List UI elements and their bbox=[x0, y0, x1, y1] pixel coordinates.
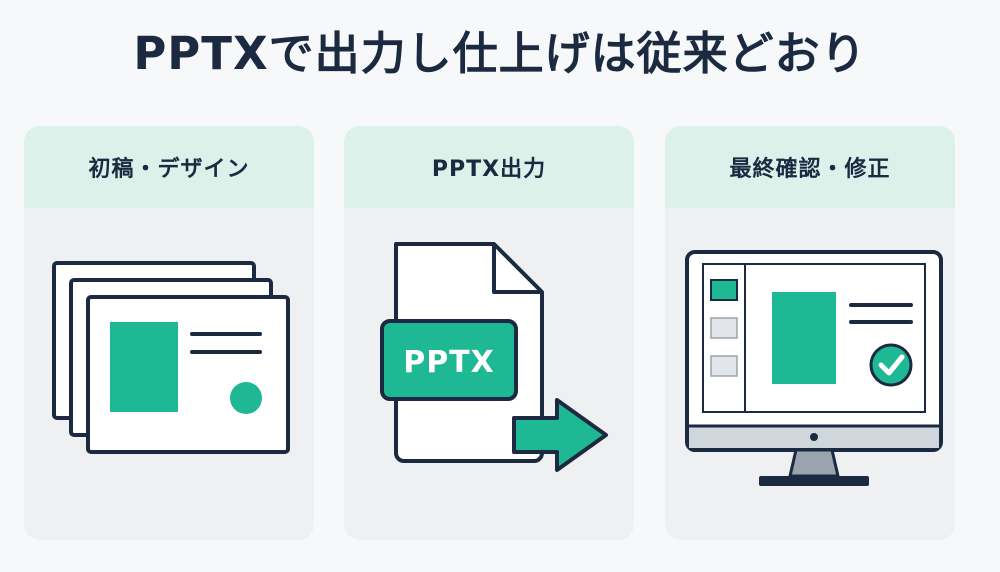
step-label: 最終確認・修正 bbox=[729, 157, 891, 182]
monitor-stand-base bbox=[759, 476, 869, 486]
thumbnail bbox=[710, 317, 738, 339]
stacked-slides-icon bbox=[52, 261, 290, 454]
file-fold bbox=[492, 244, 542, 294]
step-card-header: 最終確認・修正 bbox=[665, 126, 955, 208]
step-card-header: 初稿・デザイン bbox=[24, 126, 314, 208]
monitor-stand-neck bbox=[788, 448, 840, 478]
step-card-pptx-export: PPTX出力 PPTX bbox=[344, 126, 634, 540]
step-card-header: PPTX出力 bbox=[344, 126, 634, 208]
monitor-power-dot bbox=[810, 433, 818, 441]
thumbnail bbox=[710, 355, 738, 377]
screen-area bbox=[702, 263, 926, 413]
step-card-draft-design: 初稿・デザイン bbox=[24, 126, 314, 540]
checkmark bbox=[878, 354, 905, 376]
check-icon bbox=[869, 343, 913, 387]
monitor-check-icon bbox=[685, 250, 943, 486]
step-label: PPTX出力 bbox=[431, 157, 547, 182]
content-image-block bbox=[772, 292, 836, 384]
export-arrow bbox=[512, 398, 608, 472]
pptx-file-export-icon: PPTX bbox=[380, 242, 608, 472]
step-label: 初稿・デザイン bbox=[88, 157, 250, 182]
step-card-final-review: 最終確認・修正 bbox=[665, 126, 955, 540]
slide-dot bbox=[230, 382, 262, 414]
pptx-badge-label: PPTX bbox=[403, 345, 495, 380]
slide-image-block bbox=[110, 322, 178, 412]
pptx-badge bbox=[380, 319, 518, 401]
page-title: PPTXで出力し仕上げは従来どおり bbox=[133, 27, 867, 80]
thumbnail-active bbox=[710, 279, 738, 301]
